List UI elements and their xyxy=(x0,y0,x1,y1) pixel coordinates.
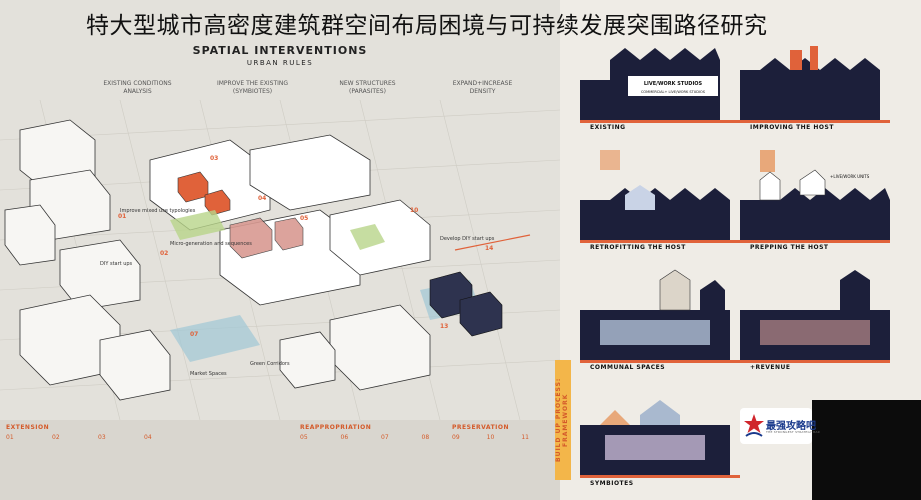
panel-label-symbiotes: SYMBIOTES xyxy=(590,480,634,487)
panel-label-communal: COMMUNAL SPACES xyxy=(590,364,666,371)
label-micro: Micro-generation and sequences xyxy=(170,241,252,247)
rules-band: EXTENSION 01 02 03 04 REAPPROPRIATION 05… xyxy=(0,420,560,500)
num-05: 05 xyxy=(300,215,308,222)
site-logo: 最强攻略吧 THE STRONGEST STRATEGY BAR xyxy=(740,408,820,444)
band-reappropriation: REAPPROPRIATION 05 06 07 08 xyxy=(300,424,430,441)
poster-main: SPATIAL INTERVENTIONS URBAN RULES EXISTI… xyxy=(0,44,560,500)
panel-label-retrofitting: RETROFITTING THE HOST xyxy=(590,244,686,251)
axonometric-map: Improve mixed use typologies Micro-gener… xyxy=(0,100,560,420)
logo-subtext: THE STRONGEST STRATEGY BAR xyxy=(766,430,820,434)
num-10: 10 xyxy=(410,207,418,214)
num-01: 01 xyxy=(118,213,126,220)
num-02: 02 xyxy=(160,250,168,257)
overlay-title: 特大型城市高密度建筑群空间布局困境与可持续发展突围路径研究 xyxy=(86,13,768,39)
label-develop: Develop DIY start ups xyxy=(440,236,495,242)
studio-sign-1: LIVE/WORK STUDIOS xyxy=(644,81,703,87)
num-14: 14 xyxy=(485,245,493,252)
live-work-label: +LIVE/WORK UNITS xyxy=(830,174,870,179)
label-green: Green Corridors xyxy=(250,361,290,367)
label-market: Market Spaces xyxy=(190,371,227,377)
right-column: LIVE/WORK STUDIOS COMMERCIAL+ LIVE/WORK … xyxy=(560,0,921,500)
logo-text: 最强攻略吧 xyxy=(766,421,816,432)
process-diagrams: LIVE/WORK STUDIOS COMMERCIAL+ LIVE/WORK … xyxy=(580,46,890,478)
framework-strip: BUILD UP PROCESS: FRAMEWORK xyxy=(555,360,571,480)
label-diy: DIY start ups xyxy=(100,261,133,267)
step-new: NEW STRUCTURES(PARASITES) xyxy=(339,80,396,95)
step-improve: IMPROVE THE EXISTING(SYMBIOTES) xyxy=(216,80,289,95)
panel-label-improving: IMPROVING THE HOST xyxy=(750,124,834,131)
panel-label-revenue: +REVENUE xyxy=(750,364,791,371)
num-07: 07 xyxy=(190,331,198,338)
poster-title: SPATIAL INTERVENTIONS xyxy=(192,44,368,57)
studio-sign-2: COMMERCIAL+ LIVE/WORK STUDIOS xyxy=(641,90,706,94)
poster-subtitle: URBAN RULES xyxy=(246,59,314,67)
poster-header: SPATIAL INTERVENTIONS URBAN RULES xyxy=(180,44,380,67)
star-logo-icon xyxy=(744,414,764,437)
num-03: 03 xyxy=(210,155,218,162)
num-13: 13 xyxy=(440,323,448,330)
dark-corner xyxy=(812,400,921,500)
band-extension: EXTENSION 01 02 03 04 xyxy=(6,424,152,441)
panel-label-prepping: PREPPING THE HOST xyxy=(750,244,829,251)
panel-label-existing: EXISTING xyxy=(590,124,626,131)
num-04: 04 xyxy=(258,195,266,202)
label-mixed: Improve mixed use typologies xyxy=(120,208,196,214)
band-preservation: PRESERVATION 09 10 11 xyxy=(452,424,529,441)
